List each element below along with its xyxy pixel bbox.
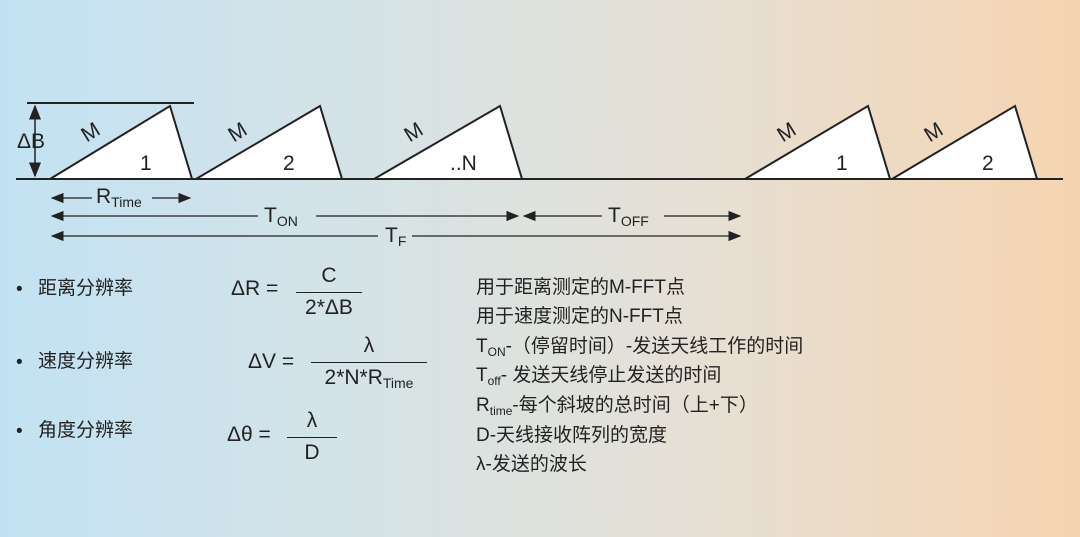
note-ton: TON-（停留时间）-发送天线工作的时间 <box>476 336 804 359</box>
chirp-number: 2 <box>982 152 994 175</box>
chirp-triangle <box>370 104 524 180</box>
delta-b-label: ΔB <box>17 130 46 153</box>
note-m-fft: 用于距离测定的M-FFT点 <box>476 277 685 298</box>
bullet: • <box>16 352 23 373</box>
chirp-triangle <box>888 104 1039 180</box>
fraction-bar <box>311 362 427 363</box>
note-d: D-天线接收阵列的宽度 <box>476 425 668 446</box>
note-n-fft: 用于速度测定的N-FFT点 <box>476 306 683 327</box>
angle-formula-lhs: Δθ = <box>227 423 271 446</box>
note-lambda: λ-发送的波长 <box>476 454 587 475</box>
chirp-number: 2 <box>283 152 295 175</box>
chirp-triangle <box>192 104 344 180</box>
chirp-triangle <box>46 104 194 180</box>
range-resolution-label: 距离分辨率 <box>38 278 134 299</box>
denominator: 2*N*RTime <box>324 366 414 391</box>
denominator: 2*ΔB <box>305 296 353 319</box>
bullet: • <box>16 279 23 300</box>
range-formula-lhs: ΔR = <box>231 277 279 300</box>
numerator: λ <box>306 409 318 432</box>
angle-formula-fraction: λ D <box>287 409 337 465</box>
angle-resolution-label: 角度分辨率 <box>38 420 134 441</box>
velocity-formula-fraction: λ 2*N*RTime <box>311 334 427 391</box>
chirp-number: ..N <box>450 152 477 175</box>
velocity-resolution-label: 速度分辨率 <box>38 351 134 372</box>
denominator: D <box>304 441 320 464</box>
velocity-formula-lhs: ΔV = <box>248 350 295 373</box>
numerator: λ <box>363 334 375 357</box>
tf-label: TF <box>385 224 407 249</box>
ton-label: TON <box>264 204 298 229</box>
fraction-bar <box>287 437 337 438</box>
range-formula-fraction: C 2*ΔB <box>296 264 362 320</box>
bullet: • <box>16 421 23 442</box>
chirp-number: 1 <box>836 152 848 175</box>
numerator: C <box>321 264 337 287</box>
chirp-triangle <box>741 104 892 180</box>
rtime-label: RTime <box>96 185 142 210</box>
note-rtime: Rtime-每个斜坡的总时间（上+下） <box>476 395 758 418</box>
chirp-number: 1 <box>140 152 152 175</box>
fraction-bar <box>296 292 362 293</box>
note-toff: Toff- 发送天线停止发送的时间 <box>476 365 722 388</box>
toff-label: TOFF <box>608 204 649 229</box>
